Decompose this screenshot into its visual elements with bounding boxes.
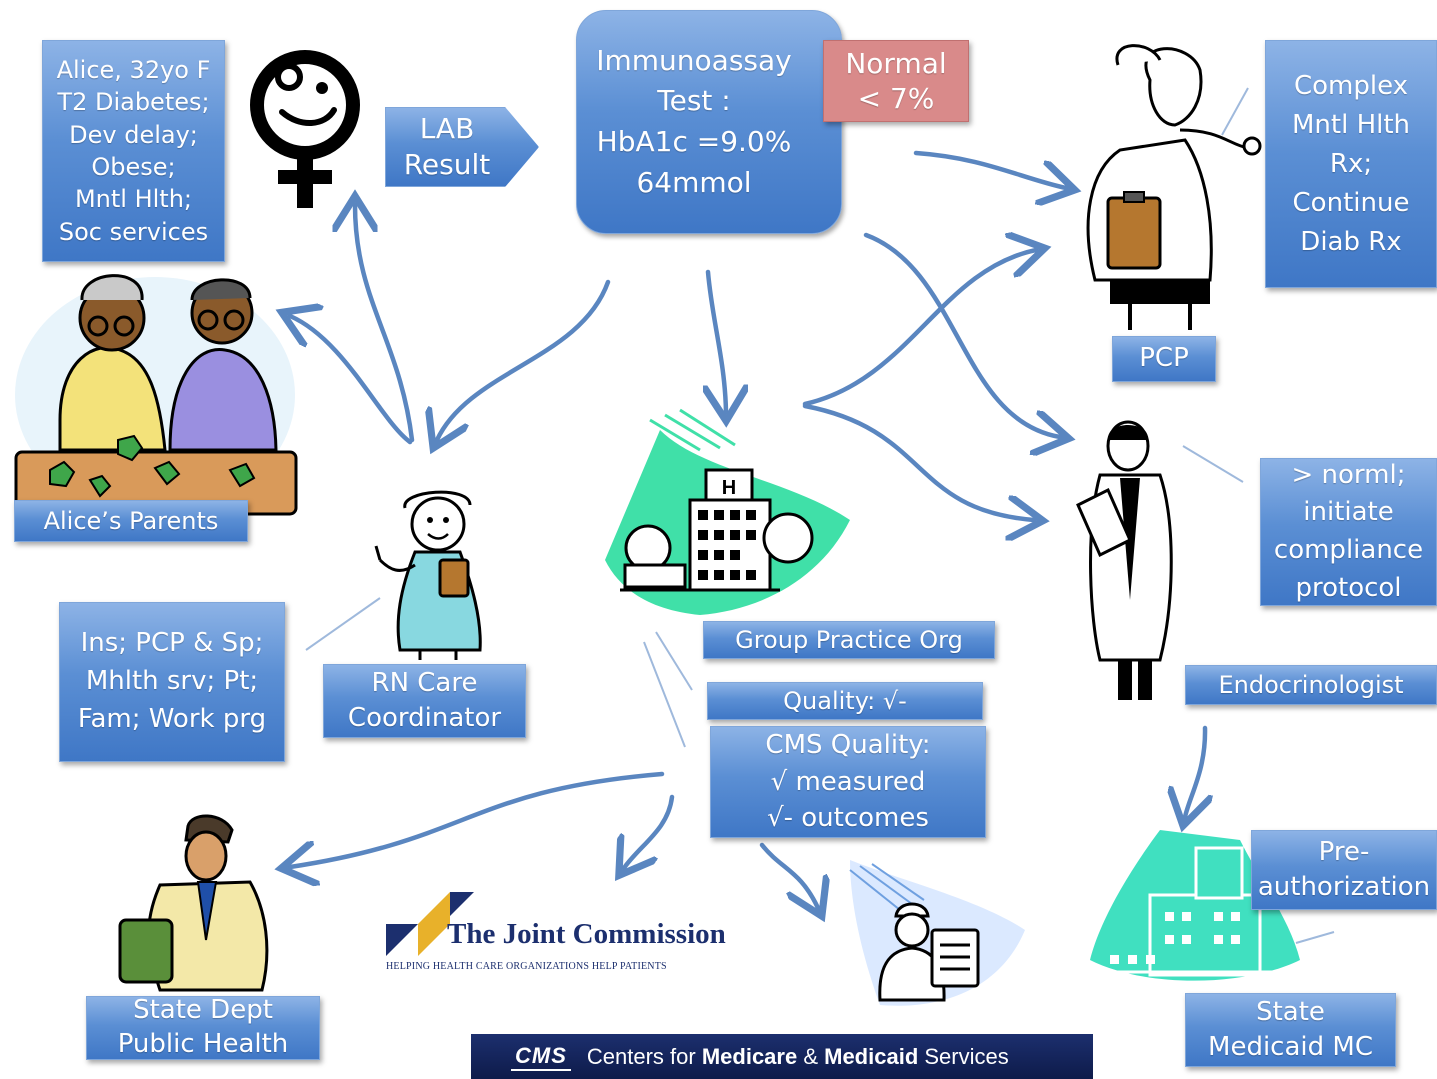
pcp-notes-line: Complex: [1293, 70, 1409, 101]
patient-info-line: Soc services: [58, 217, 209, 246]
cms-medicaid: Medicaid: [824, 1043, 919, 1069]
cms-logo: CMS: [511, 1043, 571, 1071]
preauth-line: Pre-: [1318, 836, 1370, 867]
arrow-cms-to-joint-commission: [624, 794, 675, 868]
cms-quality-line: √- outcomes: [767, 803, 929, 834]
rn-label-line: RN Care: [371, 667, 478, 698]
pcp-doctor-icon: [1086, 44, 1262, 330]
cms-quality-box: CMS Quality: √ measured √- outcomes: [710, 726, 986, 838]
arrow-lab-to-pcp: [913, 150, 1066, 188]
hospital-nurse-icon: [849, 860, 1025, 1006]
public-health-officer-icon: [118, 814, 269, 992]
joint-commission-name: The Joint Commission: [447, 918, 726, 950]
arrow-test-to-endo: [863, 232, 1060, 437]
arrow-test-to-rn: [437, 279, 611, 440]
cms-suffix: Services: [918, 1043, 1009, 1069]
arrow-cms-to-public-health: [290, 771, 665, 867]
svg-text:H: H: [722, 477, 736, 499]
lab-result-line: LAB: [419, 111, 475, 145]
pcp-notes-line: Mntl Hlth: [1291, 109, 1411, 140]
rn-notes-box: Ins; PCP & Sp; Mhlth srv; Pt; Fam; Work …: [59, 602, 285, 762]
cms-quality-line: CMS Quality:: [765, 730, 931, 761]
arrow-group-to-pcp: [802, 250, 1036, 407]
pcp-label-text: PCP: [1139, 343, 1189, 374]
endo-notes-line: compliance: [1273, 535, 1424, 565]
arrow-group-to-endo: [802, 403, 1034, 520]
rn-notes-line: Ins; PCP & Sp;: [80, 628, 264, 659]
hospital-building-icon: H: [605, 408, 850, 615]
patient-info-line: Alice, 32yo F: [56, 55, 211, 84]
rn-notes-line: Fam; Work prg: [77, 703, 267, 734]
lab-test-line: 64mmol: [636, 165, 752, 199]
patient-info-line: Obese;: [91, 153, 176, 181]
female-symbol-icon: [250, 50, 360, 208]
arrow-rn-to-patient: [355, 205, 415, 443]
arrow-cms-to-hospital: [759, 842, 818, 908]
cms-banner-text: Centers for Medicare & Medicaid Services: [587, 1044, 1009, 1070]
patient-info-line: Mntl Hlth;: [74, 185, 193, 214]
medicaid-building-icon: [1090, 830, 1300, 981]
rn-coordinator-label: RN Care Coordinator: [323, 664, 526, 738]
cms-prefix: Centers for: [586, 1043, 702, 1069]
endo-notes-line: initiate: [1303, 497, 1394, 528]
lab-test-box: Immunoassay Test : HbA1c =9.0% 64mmol: [576, 10, 842, 234]
pcp-notes-box: Complex Mntl Hlth Rx; Continue Diab Rx: [1265, 40, 1437, 288]
patient-info-line: Dev delay;: [69, 120, 198, 149]
normal-range-box: Normal < 7%: [823, 40, 969, 122]
rn-label-line: Coordinator: [347, 703, 502, 733]
group-practice-text: Group Practice Org: [735, 625, 963, 654]
lab-test-line: Immunoassay: [596, 43, 792, 77]
parents-puzzle-icon: [14, 274, 298, 516]
preauthorization-box: Pre- authorization: [1251, 830, 1437, 910]
endocrinologist-label: Endocrinologist: [1185, 665, 1437, 705]
quality-text: Quality: √-: [783, 686, 907, 715]
medicaid-label-line: State: [1256, 996, 1325, 1027]
joint-commission-logo-icon: [386, 892, 474, 956]
quality-label: Quality: √-: [707, 682, 983, 720]
endo-notes-line: > norml;: [1291, 459, 1406, 490]
lab-result-line: Result: [403, 148, 491, 181]
endo-label-text: Endocrinologist: [1218, 670, 1404, 699]
cms-banner: CMS Centers for Medicare & Medicaid Serv…: [471, 1034, 1093, 1079]
preauth-line: authorization: [1257, 872, 1431, 902]
pcp-label: PCP: [1112, 336, 1216, 382]
endocrinologist-notes-box: > norml; initiate compliance protocol: [1260, 458, 1437, 606]
public-health-label: State Dept Public Health: [86, 995, 320, 1060]
parents-label: Alice’s Parents: [14, 500, 248, 542]
endocrinologist-icon: [1076, 420, 1173, 700]
pcp-notes-line: Rx;: [1329, 148, 1373, 179]
lab-test-line: HbA1c =9.0%: [596, 125, 792, 158]
arrow-rn-to-parents: [290, 316, 413, 445]
cms-quality-line: √ measured: [770, 766, 926, 797]
note-connectors: [305, 87, 1335, 944]
cms-medicare: Medicare: [701, 1043, 798, 1069]
arrow-endo-to-medicaid: [1185, 725, 1205, 817]
lab-result-arrow: LAB Result: [385, 107, 539, 187]
public-health-line: State Dept: [133, 995, 273, 1026]
arrows: [290, 150, 1205, 908]
cms-amp: &: [797, 1043, 825, 1069]
public-health-line: Public Health: [117, 1029, 289, 1059]
arrow-test-to-group: [708, 269, 726, 412]
pcp-notes-line: Diab Rx: [1300, 226, 1402, 257]
endo-notes-line: protocol: [1295, 572, 1402, 603]
patient-info-line: T2 Diabetes;: [57, 88, 210, 117]
patient-info-box: Alice, 32yo F T2 Diabetes; Dev delay; Ob…: [42, 40, 225, 262]
nurse-icon: [374, 490, 482, 660]
pcp-notes-line: Continue: [1292, 187, 1410, 218]
joint-commission-tagline: HELPING HEALTH CARE ORGANIZATIONS HELP P…: [386, 961, 667, 972]
normal-range-line: < 7%: [857, 82, 935, 115]
medicaid-label-line: Medicaid MC: [1208, 1032, 1373, 1062]
normal-range-line: Normal: [845, 47, 947, 80]
parents-label-text: Alice’s Parents: [43, 506, 219, 535]
group-practice-label: Group Practice Org: [703, 621, 995, 659]
lab-test-line: Test :: [657, 84, 731, 118]
rn-notes-line: Mhlth srv; Pt;: [85, 666, 259, 697]
state-medicaid-label: State Medicaid MC: [1185, 993, 1396, 1067]
